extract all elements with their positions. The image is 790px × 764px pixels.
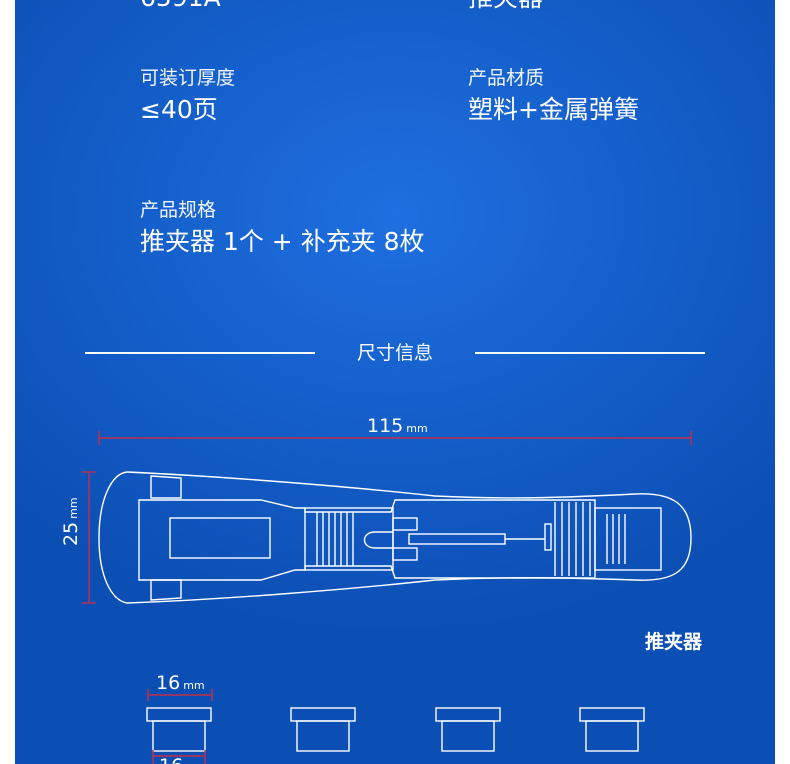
pusher-latch-top (392, 517, 418, 531)
width-dimension-unit: mm (67, 497, 80, 519)
pusher-spring-stop (544, 523, 552, 551)
clip-dimension-unit: mm (183, 679, 205, 692)
pusher-top-notch (150, 475, 182, 499)
clip-dimension-value: 16 (156, 672, 181, 694)
clip-bottom-dimension-value: 16 (159, 755, 183, 764)
refill-clips (146, 707, 645, 752)
length-dimension-value: 115 (367, 415, 404, 437)
spec-thickness-label: 可装订厚度 (140, 67, 236, 89)
spec-thickness: 可装订厚度 ≤40页 (140, 66, 235, 126)
pusher-latch-bottom (392, 547, 418, 561)
pusher-bottom-notch (150, 579, 182, 601)
clip-4 (579, 707, 645, 752)
pusher-hook (363, 531, 394, 549)
spec-type: 推夹器 (468, 0, 543, 14)
pusher-slider (169, 517, 271, 559)
pusher-nose (594, 507, 662, 571)
spec-material-value: 塑料+金属弹簧 (468, 95, 639, 124)
spec-panel: 6591A 推夹器 可装订厚度 ≤40页 产品材质 塑料+金属弹簧 产品规格 推… (15, 0, 775, 764)
pusher-front-ribs (554, 502, 591, 576)
section-divider-right (475, 352, 705, 354)
width-dimension: 25mm (59, 497, 86, 546)
pusher-nose-ribs (606, 514, 626, 564)
clip-bottom-dimension (152, 750, 206, 764)
spec-model-value: 6591A (140, 0, 221, 14)
pusher-outline (98, 471, 692, 604)
pusher-spring-rod (408, 533, 506, 545)
spec-type-value: 推夹器 (468, 0, 543, 14)
section-divider-left (85, 352, 315, 354)
clip-1 (146, 707, 212, 752)
section-title: 尺寸信息 (356, 342, 433, 364)
product-label: 推夹器 (645, 631, 703, 653)
dimension-lines (82, 431, 692, 701)
pusher-grip (304, 507, 394, 571)
product-drawing: 16 (82, 431, 692, 764)
spec-size: 产品规格 推夹器 1个 + 补充夹 8枚 (140, 198, 425, 258)
spec-model: 6591A (140, 0, 221, 14)
spec-size-value: 推夹器 1个 + 补充夹 8枚 (140, 227, 425, 256)
spec-material-label: 产品材质 (468, 67, 545, 89)
clip-3 (435, 707, 501, 752)
length-dimension-unit: mm (406, 422, 428, 435)
spec-material: 产品材质 塑料+金属弹簧 (468, 66, 639, 126)
width-dimension-value: 25 (60, 521, 82, 546)
pusher-inner-frame (138, 499, 596, 581)
pusher-grip-ribs (316, 512, 354, 566)
spec-size-label: 产品规格 (140, 199, 217, 221)
spec-thickness-value: ≤40页 (140, 95, 218, 124)
pusher-body (98, 471, 692, 604)
clip-2 (290, 707, 356, 752)
